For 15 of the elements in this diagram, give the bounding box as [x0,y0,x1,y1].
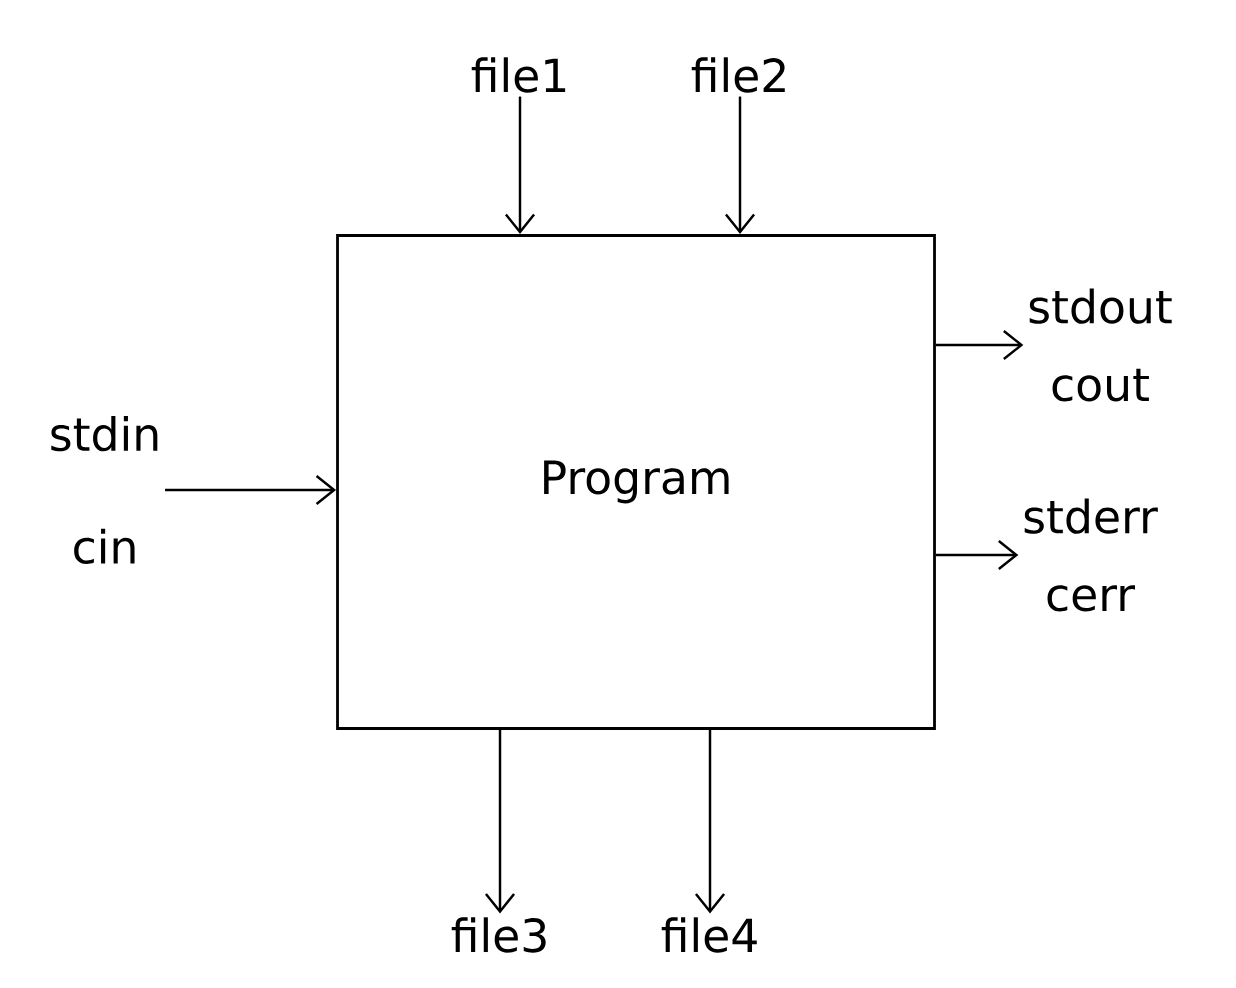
arrow [165,474,337,506]
stream-label: file4 [661,917,757,953]
stream-label: file1 [471,57,566,93]
process-box: Program [336,234,936,730]
arrow [485,729,516,914]
arrow [695,729,726,914]
stream-label: stdout cout [1029,288,1172,402]
arrow [935,539,1019,571]
arrow [505,96,536,235]
arrow [935,329,1024,360]
stream-label: stderr cerr [1024,498,1158,612]
stream-label: file2 [691,57,785,93]
arrow [725,96,756,235]
stream-label: stdin cin [51,415,158,564]
stream-label: file3 [451,917,546,953]
